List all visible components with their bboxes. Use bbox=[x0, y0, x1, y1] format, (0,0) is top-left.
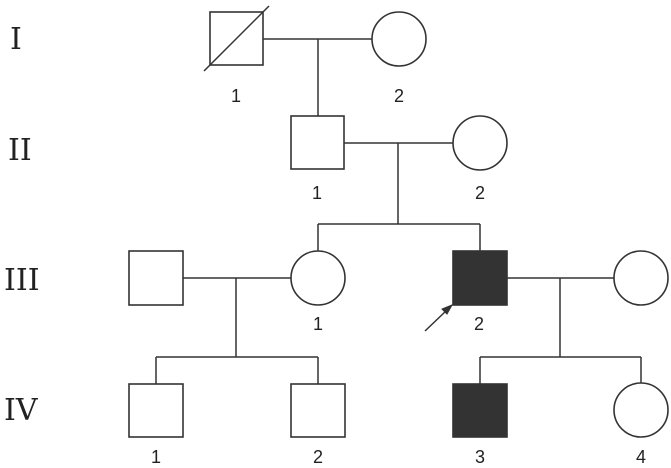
deceased-slash bbox=[203, 5, 270, 72]
individual-label: 2 bbox=[313, 447, 323, 467]
individual-label: 1 bbox=[151, 447, 161, 467]
individual-label: 3 bbox=[475, 447, 485, 467]
connector-lines bbox=[155, 38, 642, 384]
individual-IV-2: 2 bbox=[290, 383, 346, 467]
generation-label-II: II bbox=[8, 133, 32, 168]
individual-label: 2 bbox=[475, 183, 485, 203]
individual-label: 1 bbox=[231, 86, 241, 106]
individual-I-2: 2 bbox=[371, 11, 427, 106]
female-circle-symbol bbox=[452, 115, 508, 171]
individual-label: 1 bbox=[313, 314, 323, 334]
individual-IV-4: 4 bbox=[613, 382, 669, 467]
individual-III-spouse bbox=[128, 250, 184, 306]
individual-III-1: 1 bbox=[290, 250, 346, 334]
individual-I-1: 1 bbox=[203, 5, 270, 106]
individual-label: 2 bbox=[394, 86, 404, 106]
male-square-symbol bbox=[128, 250, 184, 306]
individual-II-1: 1 bbox=[290, 115, 345, 203]
individual-IV-3: 3 bbox=[452, 383, 508, 467]
affected-male-square-symbol bbox=[452, 383, 508, 438]
generation-label-III: III bbox=[4, 263, 40, 298]
individual-label: 2 bbox=[474, 314, 484, 334]
female-circle-symbol bbox=[613, 382, 669, 438]
proband-arrow-icon bbox=[424, 304, 454, 332]
female-circle-symbol bbox=[371, 11, 427, 67]
individual-II-2: 2 bbox=[452, 115, 508, 203]
individuals: 1 2 1 2 1 bbox=[128, 5, 669, 467]
male-square-symbol bbox=[128, 383, 184, 438]
male-square-symbol bbox=[290, 383, 346, 438]
individual-III-2: 2 bbox=[424, 250, 508, 334]
individual-IV-1: 1 bbox=[128, 383, 184, 467]
individual-III-wife bbox=[613, 250, 669, 306]
generation-label-IV: IV bbox=[4, 393, 39, 428]
male-square-symbol bbox=[290, 115, 345, 170]
individual-label: 4 bbox=[636, 447, 646, 467]
female-circle-symbol bbox=[290, 250, 346, 306]
individual-label: 1 bbox=[312, 183, 322, 203]
female-circle-symbol bbox=[613, 250, 669, 306]
generation-label-I: I bbox=[10, 22, 22, 57]
affected-male-square-symbol bbox=[452, 250, 508, 306]
